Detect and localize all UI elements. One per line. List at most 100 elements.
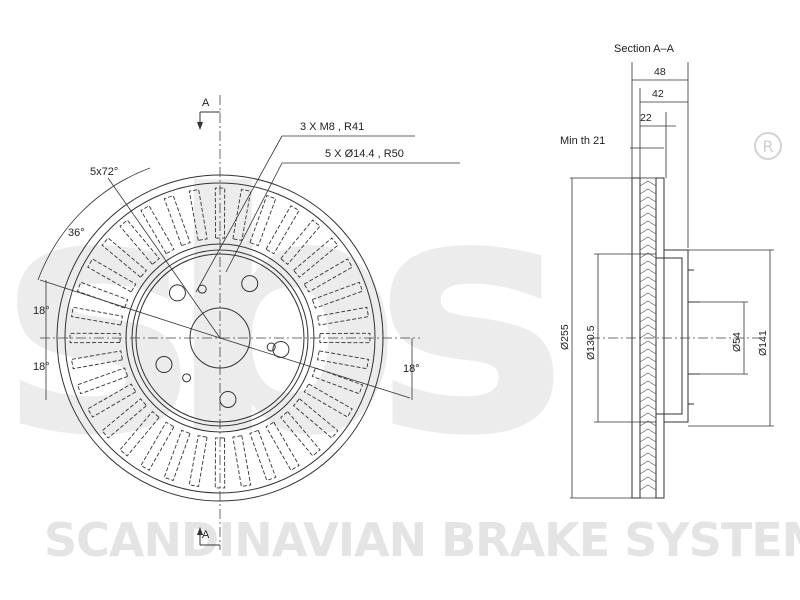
dia-54: Ø54 [731,332,743,352]
angle-radial-line-1 [107,177,221,339]
cooling-vane [232,435,252,487]
section-hatching [639,180,657,491]
callout-threads-pointer [195,135,283,293]
hatch-line [639,220,657,227]
dia-130-5: Ø130.5 [585,325,597,360]
angle-radial-line-2 [39,279,221,339]
cooling-vane [140,205,175,255]
cooling-vane [319,332,371,344]
cooling-vane [69,332,121,344]
section-arrowhead-bottom [197,527,203,535]
cooling-vane [163,194,191,247]
cooling-vane [293,398,339,439]
cooling-vane [87,383,137,418]
hatch-line [639,380,657,387]
callout-threads: 3 X M8 , R41 [300,121,364,133]
hatch-line [639,204,657,211]
hatch-line [639,388,657,395]
section-marker-top: A [202,97,210,109]
cooling-vane [303,258,353,293]
dia-255: Ø255 [559,324,571,350]
callout-holes: 5 X Ø14.4 , R50 [325,148,404,160]
cooling-vanes [69,187,371,489]
hatch-line [639,436,657,443]
hatch-line [639,372,657,379]
hatch-line [639,468,657,475]
angle-pitch-label: 5x72° [90,166,118,178]
hatch-line [639,476,657,483]
hatch-line [639,460,657,467]
cooling-vane [303,383,353,418]
hatch-line [639,300,657,307]
dim-22: 22 [640,112,652,124]
watermark-company-name: SCANDINAVIAN BRAKE SYSTEMS [44,513,800,567]
hat-wall [664,249,689,423]
cooling-vane [163,429,191,482]
hatch-line [639,324,657,331]
hatch-line [639,332,657,339]
section-title: Section A–A [614,43,675,55]
callout-holes-pointer [225,162,283,273]
angle-36-arc [37,167,151,281]
cooling-vane [265,421,300,471]
hatch-line [639,276,657,283]
section-marker-bottom: A [202,529,210,541]
watermark-logo: sbs [0,124,558,508]
cooling-vane [71,306,123,326]
cooling-vane [119,411,160,457]
registered-mark-letter: R [762,137,773,156]
hatch-line [639,412,657,419]
hatch-line [639,356,657,363]
cooling-vane [280,411,321,457]
cooling-vane [119,219,160,265]
hatch-line [639,316,657,323]
hatch-line [639,348,657,355]
hatch-line [639,444,657,451]
angle-18-right-label: 18° [403,363,420,375]
cooling-vane [311,281,364,309]
wheel-bolt-hole [219,390,237,408]
hatch-line [639,188,657,195]
angle-18-left-bottom-label: 18° [33,361,50,373]
hatch-line [639,292,657,299]
wheel-bolt-hole [168,284,186,302]
hatch-line [639,340,657,347]
hatch-line [639,236,657,243]
wheel-bolt-hole [155,356,173,374]
hatch-line [639,244,657,251]
bolt-holes [155,275,290,408]
cooling-vane [317,306,369,326]
hatch-line [639,180,657,187]
hatch-line [639,196,657,203]
hatch-line [639,228,657,235]
angle-18-left-top-label: 18° [33,305,50,317]
hatch-line [639,364,657,371]
cooling-vane [71,350,123,370]
cooling-vane [249,429,277,482]
hatch-line [639,420,657,427]
hatch-line [639,396,657,403]
cooling-vane [140,421,175,471]
cooling-vane [311,367,364,395]
registered-mark-circle [754,132,782,160]
cooling-vane [188,189,208,241]
cooling-vane [101,398,147,439]
cooling-vane [214,437,226,489]
cooling-vane [317,350,369,370]
hat-inner-wall [656,257,683,415]
cooling-vane [101,237,147,278]
cooling-vane [280,219,321,265]
hatch-line [639,268,657,275]
cooling-vane [87,258,137,293]
cooling-vane [232,189,252,241]
angle-36-label: 36° [68,227,85,239]
dim-48: 48 [654,66,666,78]
hatch-line [639,404,657,411]
cooling-vane [188,435,208,487]
hatch-line [639,484,657,491]
hatch-line [639,308,657,315]
cooling-vane [76,367,129,395]
